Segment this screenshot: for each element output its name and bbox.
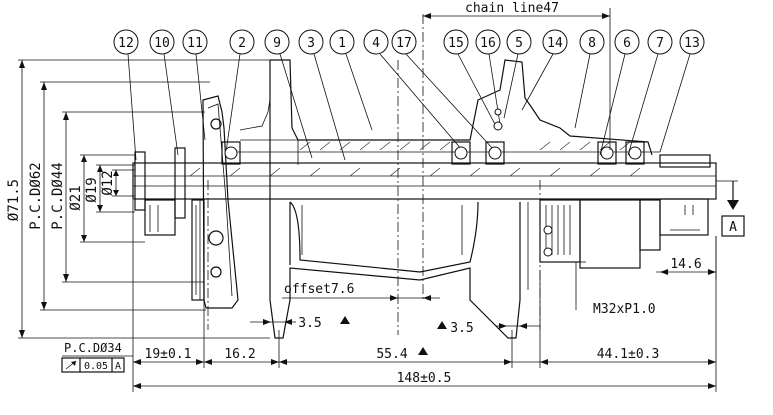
freewheel-body	[519, 199, 661, 290]
hub-shell	[228, 59, 660, 339]
offset-label: offset7.6	[284, 282, 354, 297]
balloon-label: 14	[547, 36, 563, 51]
bearings	[221, 108, 645, 165]
leader-lines	[127, 53, 691, 161]
balloon-2: 2	[229, 29, 255, 55]
offset-dimension: offset7.6	[282, 282, 440, 301]
balloon-label: 5	[515, 36, 523, 51]
balloon-8: 8	[579, 29, 605, 55]
spacer-dimension: 14.6	[656, 236, 717, 280]
balloon-9: 9	[264, 29, 290, 55]
balloon-label: 10	[154, 36, 170, 51]
runout-datum: A	[115, 361, 121, 372]
balloon-label: 13	[684, 36, 700, 51]
width-dimensions: 19±0.1 16.2 55.4 44.1±0.3 148±0.5	[132, 200, 717, 392]
spoke-right-label: 3.5	[450, 321, 473, 336]
balloon-4: 4	[363, 29, 389, 55]
thread-label: M32xP1.0	[593, 302, 656, 317]
left-end-cap	[134, 147, 186, 236]
triangle-mark	[418, 347, 428, 355]
balloon-label: 12	[118, 36, 134, 51]
spoke-left-label: 3.5	[298, 316, 321, 331]
balloon-3: 3	[298, 29, 324, 55]
triangle-mark	[340, 316, 350, 324]
pcd-34-label: P.C.DØ34	[64, 341, 122, 355]
balloon-label: 4	[372, 36, 380, 51]
dim-19-label: 19±0.1	[145, 347, 192, 362]
balloon-label: 16	[480, 36, 496, 51]
balloon-17: 17	[391, 29, 417, 55]
right-end-cap	[659, 154, 711, 236]
balloon-label: 6	[623, 36, 631, 51]
chain-line-dimension: chain line47	[423, 1, 611, 150]
balloon-label: 3	[307, 36, 315, 51]
balloon-label: 2	[238, 36, 246, 51]
dia-21-label: Ø21	[68, 185, 84, 210]
thread-callout: M32xP1.0	[575, 261, 656, 317]
balloon-16: 16	[475, 29, 501, 55]
balloon-10: 10	[149, 29, 175, 55]
diameter-dimensions: Ø71.5 P.C.DØ62 P.C.DØ44 Ø21 Ø19 Ø12	[6, 59, 270, 339]
pcd-44-label: P.C.DØ44	[50, 162, 66, 229]
balloon-label: 11	[187, 36, 203, 51]
disc-mount	[191, 95, 239, 309]
balloon-5: 5	[506, 29, 532, 55]
balloon-label: 9	[273, 36, 281, 51]
dim-16-label: 16.2	[224, 347, 255, 362]
dia-19-label: Ø19	[84, 177, 100, 202]
runout-value: 0.05	[84, 361, 108, 372]
dim-148-label: 148±0.5	[397, 371, 452, 386]
balloon-11: 11	[182, 29, 208, 55]
pcd-62-label: P.C.DØ62	[28, 162, 44, 229]
balloon-12: 12	[113, 29, 139, 55]
axle	[132, 162, 717, 200]
runout-tolerance: P.C.DØ34 0.05 A	[61, 341, 133, 373]
dia-outer-label: Ø71.5	[6, 179, 22, 221]
spacer-label: 14.6	[670, 257, 701, 272]
balloon-label: 8	[588, 36, 596, 51]
balloon-label: 17	[396, 36, 412, 51]
balloon-label: 7	[656, 36, 664, 51]
balloon-label: 1	[338, 36, 346, 51]
triangle-mark	[437, 321, 447, 329]
dim-55-label: 55.4	[376, 347, 407, 362]
part-balloons: 12 10 11 2 9 3 1 4 17 15 16 5 14 8 6 7 1…	[113, 29, 705, 55]
dim-44-label: 44.1±0.3	[597, 347, 660, 362]
chain-line-label: chain line47	[465, 1, 559, 16]
datum-label: A	[729, 220, 737, 235]
dia-12-label: Ø12	[100, 170, 116, 195]
balloon-label: 15	[448, 36, 464, 51]
balloon-6: 6	[614, 29, 640, 55]
balloon-14: 14	[542, 29, 568, 55]
balloon-7: 7	[647, 29, 673, 55]
spoke-offset-dimensions: 3.5 3.5	[250, 316, 540, 336]
balloon-1: 1	[329, 29, 355, 55]
balloon-13: 13	[679, 29, 705, 55]
balloon-15: 15	[443, 29, 469, 55]
datum-a: A	[716, 180, 745, 237]
